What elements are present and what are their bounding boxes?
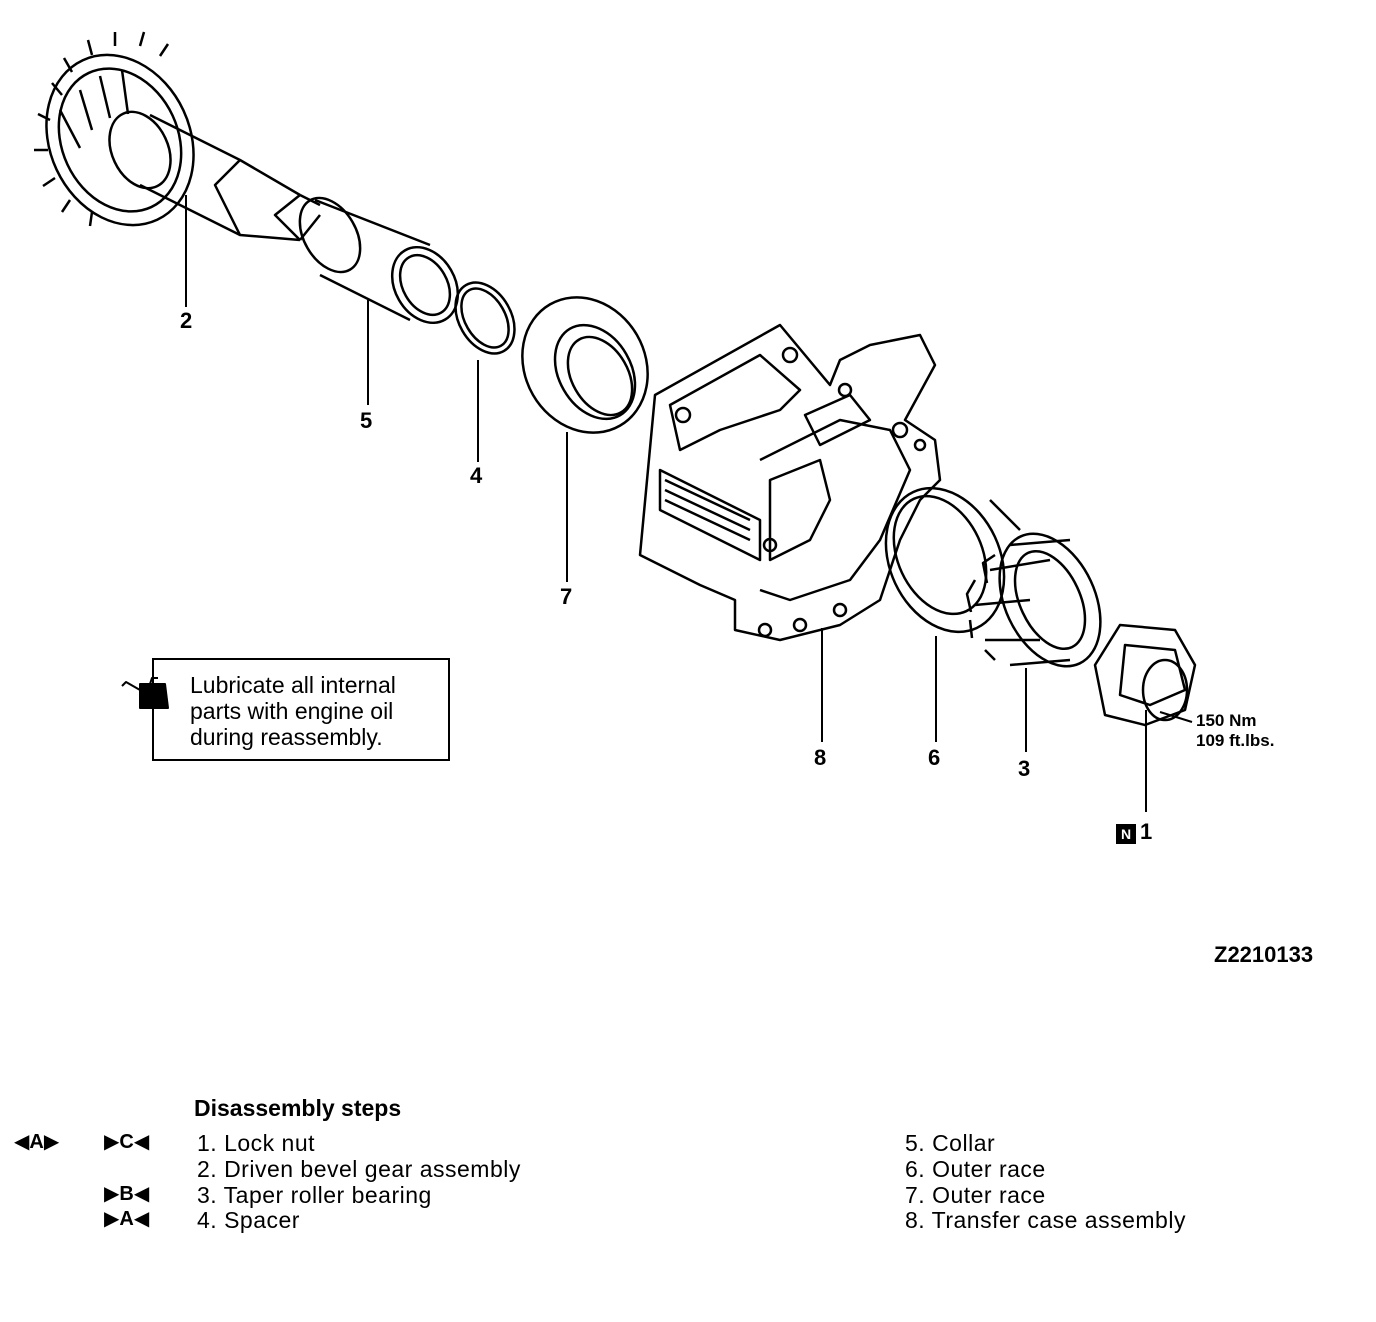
callout-1: 1 — [1140, 819, 1153, 844]
lock-nut-part — [1093, 623, 1197, 727]
new-part-badge: N — [1116, 824, 1136, 844]
taper-roller-bearing-part — [965, 532, 1102, 668]
callout-2: 2 — [180, 308, 193, 333]
callout-7: 7 — [560, 584, 573, 609]
step-4-assembly-mark: ▶A◀ — [104, 1208, 150, 1230]
step-2: 2. Driven bevel gear assembly — [197, 1156, 521, 1182]
leader-lines — [185, 195, 1193, 812]
callout-6: 6 — [928, 745, 941, 770]
lubrication-note-text: Lubricate all internal parts with engine… — [190, 672, 396, 750]
steps-title: Disassembly steps — [194, 1095, 402, 1121]
figure-id: Z2210133 — [1214, 942, 1314, 967]
step-3: 3. Taper roller bearing — [197, 1182, 432, 1208]
step-1-assembly-mark: ▶C◀ — [104, 1131, 150, 1153]
callout-5: 5 — [360, 408, 373, 433]
torque-spec: 150 Nm 109 ft.lbs. — [1196, 711, 1274, 751]
lubrication-note: Lubricate all internal parts with engine… — [152, 658, 450, 761]
outer-race-6-part — [884, 486, 1021, 634]
collar-part — [298, 196, 460, 324]
spacer-part — [454, 281, 516, 355]
step-6: 6. Outer race — [905, 1156, 1046, 1182]
torque-ftlbs: 109 ft.lbs. — [1196, 731, 1275, 750]
callout-8: 8 — [814, 745, 827, 770]
transfer-case-part — [638, 323, 942, 642]
torque-nm: 150 Nm — [1196, 711, 1257, 730]
step-1-disassembly-mark: ◀A▶ — [14, 1131, 60, 1153]
callout-3: 3 — [1018, 756, 1031, 781]
step-7: 7. Outer race — [905, 1182, 1046, 1208]
step-1: 1. Lock nut — [197, 1130, 316, 1156]
step-4: 4. Spacer — [197, 1207, 300, 1233]
step-8: 8. Transfer case assembly — [905, 1207, 1186, 1233]
step-5: 5. Collar — [905, 1130, 996, 1156]
oil-can-icon — [121, 677, 169, 709]
step-3-assembly-mark: ▶B◀ — [104, 1183, 150, 1205]
callout-4: 4 — [470, 463, 483, 488]
outer-race-7-part — [521, 296, 649, 434]
driven-bevel-gear-part — [34, 31, 321, 242]
